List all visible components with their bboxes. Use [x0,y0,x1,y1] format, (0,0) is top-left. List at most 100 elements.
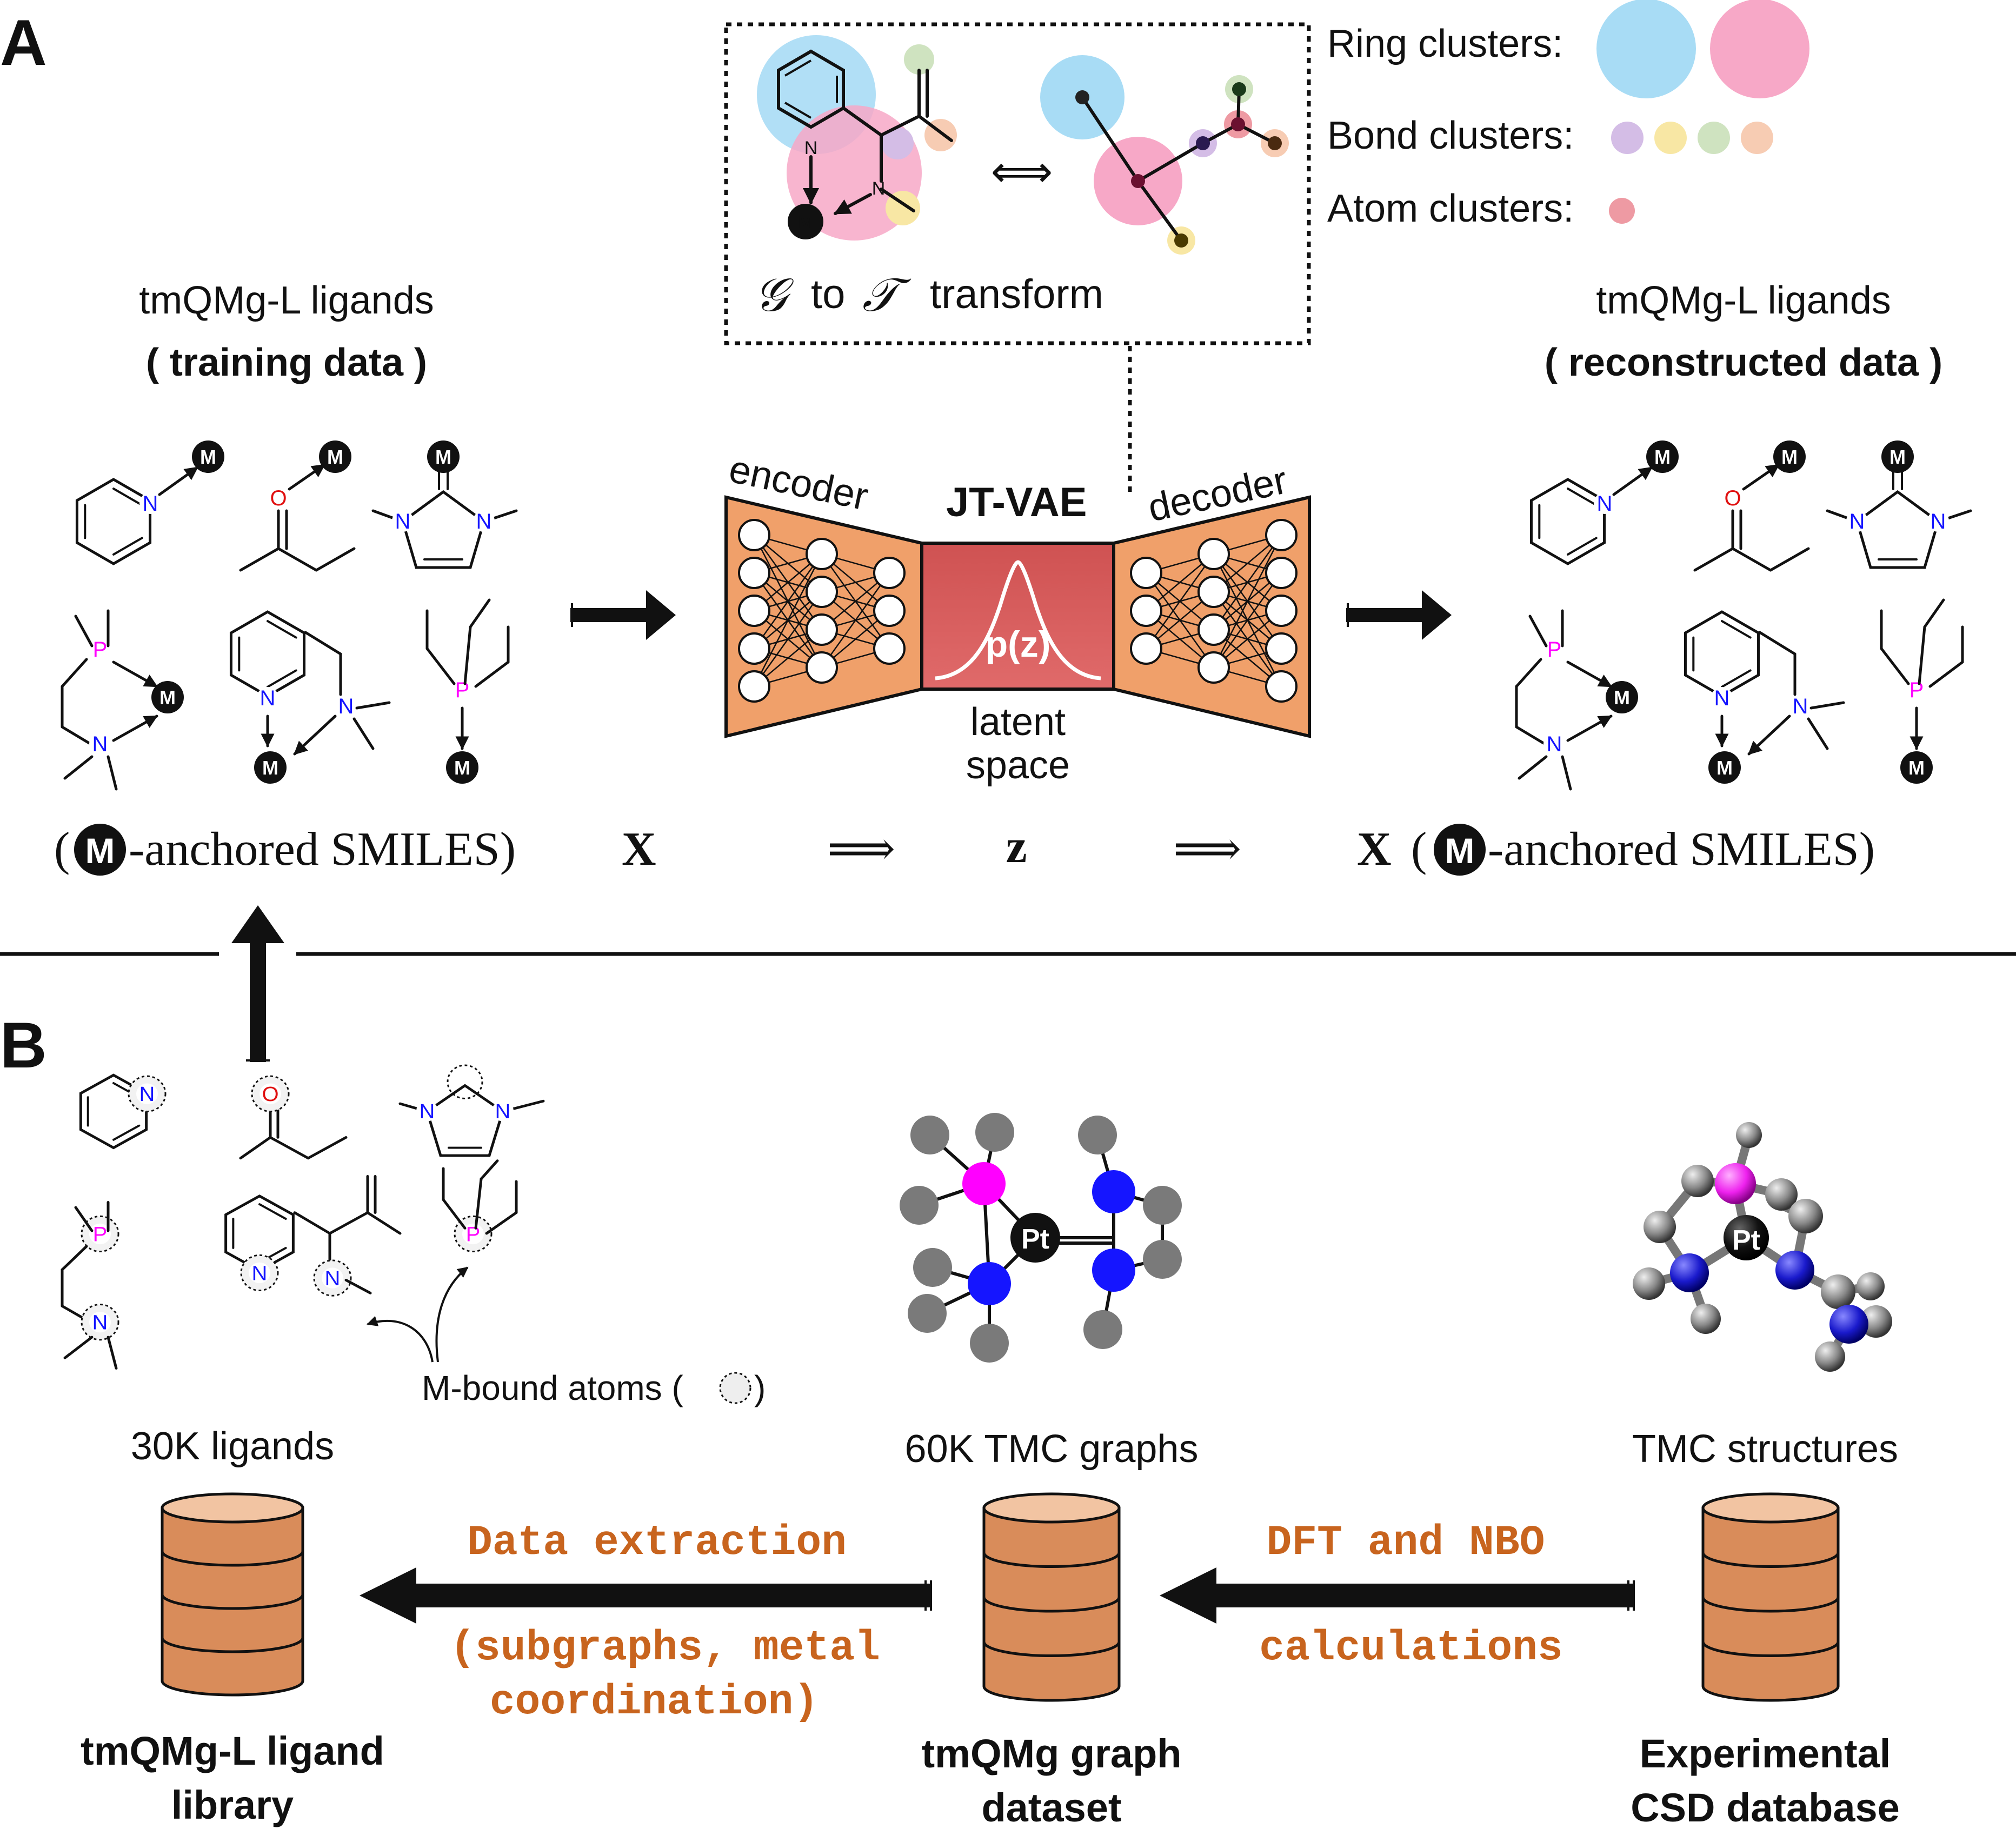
metal-atom [192,440,224,473]
smiles-right-open: ( [1411,823,1427,876]
atom-n-label: N [1547,732,1562,756]
metal-atom-label: M [159,686,176,709]
nhc-ring [401,490,485,569]
tmc-graph: Pt [900,1113,1182,1363]
atom-bg [1711,687,1733,709]
bond [469,598,491,629]
atom-n-label: N [495,1100,511,1123]
reconstructed-title: tmQMg-L ligands [1596,279,1891,322]
coordination-arrow [288,463,326,491]
bond [352,717,375,750]
bond [239,1136,272,1160]
bond [269,1136,310,1160]
ring-cluster-swatch-2 [1710,0,1809,98]
neuron [873,632,906,665]
atom-bg [257,687,278,709]
metal-atom [319,440,351,473]
gaussian-curve [935,560,1101,680]
network-edge [753,553,823,687]
encoder-network [738,519,906,703]
caption-g: 𝒢 [754,269,794,321]
metal-atom [1881,440,1914,473]
atom-bg [268,487,289,509]
smiles-row: ( M -anchored SMILES) X ⟹ z ⟹ X ( M -anc… [54,820,1875,876]
network-edge [1213,535,1282,630]
m-bound-legend: M-bound atoms ( ) [367,1266,766,1407]
neuron [738,632,770,665]
bond [112,1124,141,1141]
ring-clusters-label: Ring clusters: [1327,22,1563,65]
cylinder-top [1701,1492,1840,1524]
neuron [873,595,906,627]
neuron [1197,613,1230,646]
coordination-arrow [1612,466,1653,496]
atom-bg [89,733,111,755]
atom-n-label: N [1714,686,1730,710]
atom-n-label: N [1793,695,1808,718]
bond-cluster-swatch-3 [1698,122,1730,154]
bond [1528,615,1548,648]
coordination-arrow [158,466,199,496]
latent-block [920,542,1115,691]
metal-atom-label: M [1889,446,1906,468]
atom-bg [1846,510,1868,532]
metal-atom [1773,440,1806,473]
arrow-into-vae [570,590,676,640]
jt-vae-block: p(z) encoder decoder JT-VAE latent space [724,447,1311,787]
atom-n-label: N [92,732,108,756]
bond [474,1177,483,1230]
training-title: tmQMg-L ligands [139,279,434,322]
bond-cluster-swatch-2 [1654,122,1687,154]
m-bound-close: ) [754,1369,766,1407]
smiles-left-open: ( [54,823,70,876]
bond [74,1206,94,1232]
bond [1928,660,1964,688]
bond [307,1136,348,1160]
x-variable-left: X [622,823,656,876]
csd-database [1701,1492,1840,1702]
caption-to: to [811,271,845,317]
network-edge [1145,553,1215,649]
atom-bg [89,1223,111,1245]
metal-badge-right-text: M [1445,831,1475,871]
smiles-left-text: -anchored SMILES) [129,823,516,876]
ligands-count: 30K ligands [131,1425,334,1468]
bond [1769,547,1810,572]
network-edge [1213,572,1282,668]
structures-label: TMC structures [1632,1427,1898,1471]
bond [239,547,280,572]
neuron [1197,576,1230,608]
dft-line-1: DFT and NBO [1267,1519,1545,1567]
library-label-1: tmQMg-L ligand [81,1728,384,1773]
bond [474,660,510,688]
library-label-2: library [171,1783,294,1827]
atom-n-label: N [139,1083,155,1106]
bond [107,755,118,791]
neuron [1130,595,1162,627]
extraction-line-1: Data extraction [467,1519,847,1567]
cluster-legend: Ring clusters: Bond clusters: Atom clust… [1327,0,1809,230]
atom-bg [416,1100,438,1122]
atom-bg [89,1311,111,1333]
neuron [1130,632,1162,665]
caption-t: 𝒯 [862,269,911,321]
atom-n-label: N [476,510,492,533]
atom-n-label: N [92,1311,108,1334]
neuron [806,651,838,684]
metal-atom-label: M [1781,446,1798,468]
atom-p-label: P [93,1223,108,1246]
atom-bg [1789,695,1811,717]
atom-bg [136,1083,158,1104]
junction-tree-t [1040,55,1289,255]
bond [1567,537,1598,556]
network-edge [1213,535,1282,668]
atom-n-label: N [1931,510,1946,533]
bond [1721,620,1752,639]
bond [293,1211,331,1235]
atom-bg [1594,492,1615,514]
pt-structure-label: Pt [1732,1225,1760,1256]
metal-atom [1708,751,1741,784]
network-edge [753,591,823,687]
